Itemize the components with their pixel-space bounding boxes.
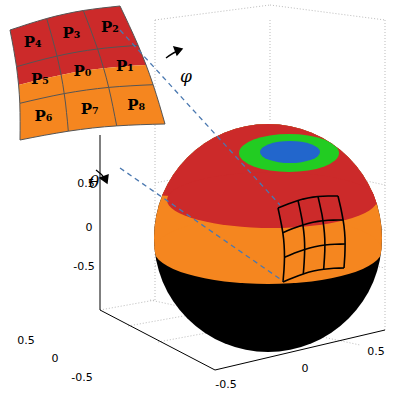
zoom-lines bbox=[120, 30, 283, 281]
point-label: P₅ bbox=[31, 72, 49, 87]
point-label: P₆ bbox=[34, 109, 52, 124]
grid-patch bbox=[278, 196, 345, 282]
point-label: P₇ bbox=[81, 102, 99, 117]
grid-line bbox=[283, 220, 343, 233]
tick-label: -0.5 bbox=[71, 372, 92, 383]
grid-line bbox=[20, 124, 165, 140]
point-label: P₁ bbox=[116, 59, 134, 74]
sphere bbox=[150, 120, 390, 360]
tick-label: -0.5 bbox=[73, 261, 94, 272]
grid-line bbox=[338, 196, 345, 268]
grid-line bbox=[318, 197, 325, 270]
point-label: P₄ bbox=[24, 35, 42, 50]
tick-label: 0.5 bbox=[17, 335, 35, 346]
tick-label: 0.5 bbox=[77, 178, 95, 189]
grid-line bbox=[278, 208, 285, 282]
grid-line bbox=[10, 30, 20, 140]
tick-label: 0 bbox=[52, 353, 59, 364]
tick-label: 0 bbox=[302, 363, 309, 374]
tick-label: -0.5 bbox=[215, 379, 236, 390]
point-label: P₈ bbox=[127, 98, 145, 113]
grid-line bbox=[298, 201, 305, 274]
zoomed-patch bbox=[10, 6, 165, 140]
tick-label: 0 bbox=[86, 222, 93, 233]
angle-label: φ bbox=[180, 68, 192, 85]
angle-arrows bbox=[96, 47, 182, 183]
point-label: P₃ bbox=[62, 26, 80, 41]
grid-line bbox=[278, 196, 338, 208]
grid-line bbox=[285, 244, 346, 257]
tick-label: 0.5 bbox=[367, 346, 385, 357]
point-label: P₂ bbox=[101, 20, 119, 35]
patch-band bbox=[19, 65, 165, 140]
point-label: P₀ bbox=[73, 64, 91, 79]
grid-line bbox=[283, 268, 344, 282]
